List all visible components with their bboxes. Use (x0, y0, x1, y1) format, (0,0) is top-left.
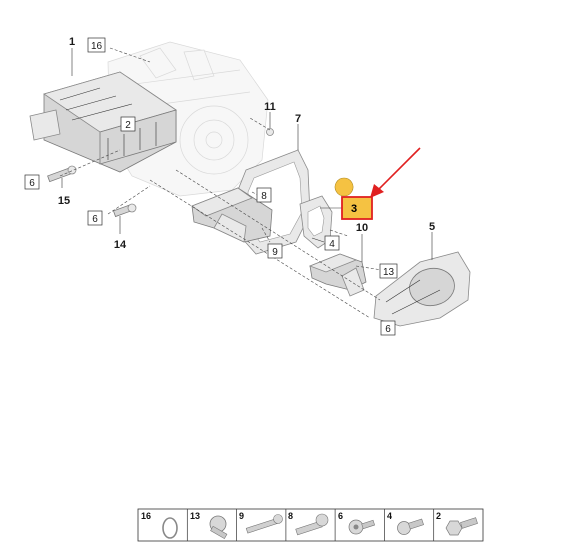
svg-text:9: 9 (239, 511, 244, 521)
callout-6-bottom[interactable]: 6 (380, 320, 396, 336)
strip-cell-4[interactable]: 4 (387, 511, 424, 535)
leader-lines (61, 48, 433, 262)
svg-text:3: 3 (351, 203, 357, 215)
callout-9[interactable]: 9 (267, 243, 283, 259)
callout-6-middle[interactable]: 6 (87, 210, 103, 226)
o-ring-icon (162, 517, 178, 539)
motor-housing-ghost (107, 41, 269, 197)
hex-flange-bolt-icon (445, 517, 478, 536)
short-bolt-icon (397, 518, 424, 535)
svg-text:16: 16 (91, 41, 103, 52)
callout-3-highlighted[interactable]: 3 (341, 196, 373, 220)
screw-part-15[interactable] (47, 165, 77, 183)
svg-text:13: 13 (383, 267, 395, 278)
svg-text:6: 6 (29, 178, 35, 189)
screw-part-11[interactable] (266, 128, 274, 136)
svg-text:2: 2 (436, 511, 441, 521)
control-unit-part-1[interactable] (29, 71, 177, 173)
callout-2[interactable]: 2 (120, 116, 136, 132)
callout-14[interactable]: 14 (114, 239, 127, 251)
cover-part-5[interactable] (373, 251, 471, 327)
fastener-strip: 16 13 9 8 6 (137, 508, 484, 542)
bracket-part-3[interactable] (299, 177, 354, 249)
long-bolt-icon (245, 514, 283, 534)
svg-text:6: 6 (385, 324, 391, 335)
svg-text:14: 14 (114, 239, 127, 251)
callout-10[interactable]: 10 (356, 222, 368, 234)
svg-text:6: 6 (92, 214, 98, 225)
svg-text:16: 16 (141, 511, 151, 521)
callout-6-left[interactable]: 6 (24, 174, 40, 190)
svg-text:4: 4 (387, 511, 392, 521)
strip-cell-6[interactable]: 6 (338, 511, 376, 535)
socket-bolt-icon (348, 519, 376, 535)
screw-part-14[interactable] (112, 203, 137, 218)
svg-text:11: 11 (264, 101, 276, 113)
callout-11[interactable]: 11 (264, 101, 276, 113)
bracket-assembly[interactable] (191, 187, 273, 243)
callout-4[interactable]: 4 (324, 235, 340, 251)
strip-cell-9[interactable]: 9 (239, 511, 283, 534)
strip-cell-2[interactable]: 2 (436, 511, 478, 536)
callout-8[interactable]: 8 (256, 187, 272, 203)
strip-cell-8[interactable]: 8 (288, 511, 329, 536)
bracket-part-13[interactable] (308, 253, 367, 297)
callout-5[interactable]: 5 (429, 221, 435, 233)
svg-text:2: 2 (125, 120, 131, 131)
svg-text:15: 15 (58, 195, 70, 207)
assembly-lines (59, 47, 383, 319)
svg-text:6: 6 (338, 511, 343, 521)
callout-13[interactable]: 13 (379, 263, 398, 279)
svg-text:1: 1 (69, 36, 75, 48)
callout-15[interactable]: 15 (58, 195, 70, 207)
svg-text:10: 10 (356, 222, 368, 234)
svg-text:5: 5 (429, 221, 435, 233)
svg-text:4: 4 (329, 239, 335, 250)
svg-text:9: 9 (272, 247, 278, 258)
flange-bolt-icon (295, 513, 329, 536)
round-head-bolt-icon (209, 515, 228, 540)
callout-16[interactable]: 16 (87, 37, 106, 53)
svg-text:7: 7 (295, 113, 301, 125)
callout-7[interactable]: 7 (295, 113, 301, 125)
svg-text:8: 8 (288, 511, 293, 521)
callout-1[interactable]: 1 (69, 36, 75, 48)
strip-cell-16[interactable]: 16 (141, 511, 178, 539)
svg-text:13: 13 (190, 511, 200, 521)
svg-text:8: 8 (261, 191, 267, 202)
strip-cell-13[interactable]: 13 (190, 511, 228, 540)
highlight-arrow (370, 147, 421, 198)
